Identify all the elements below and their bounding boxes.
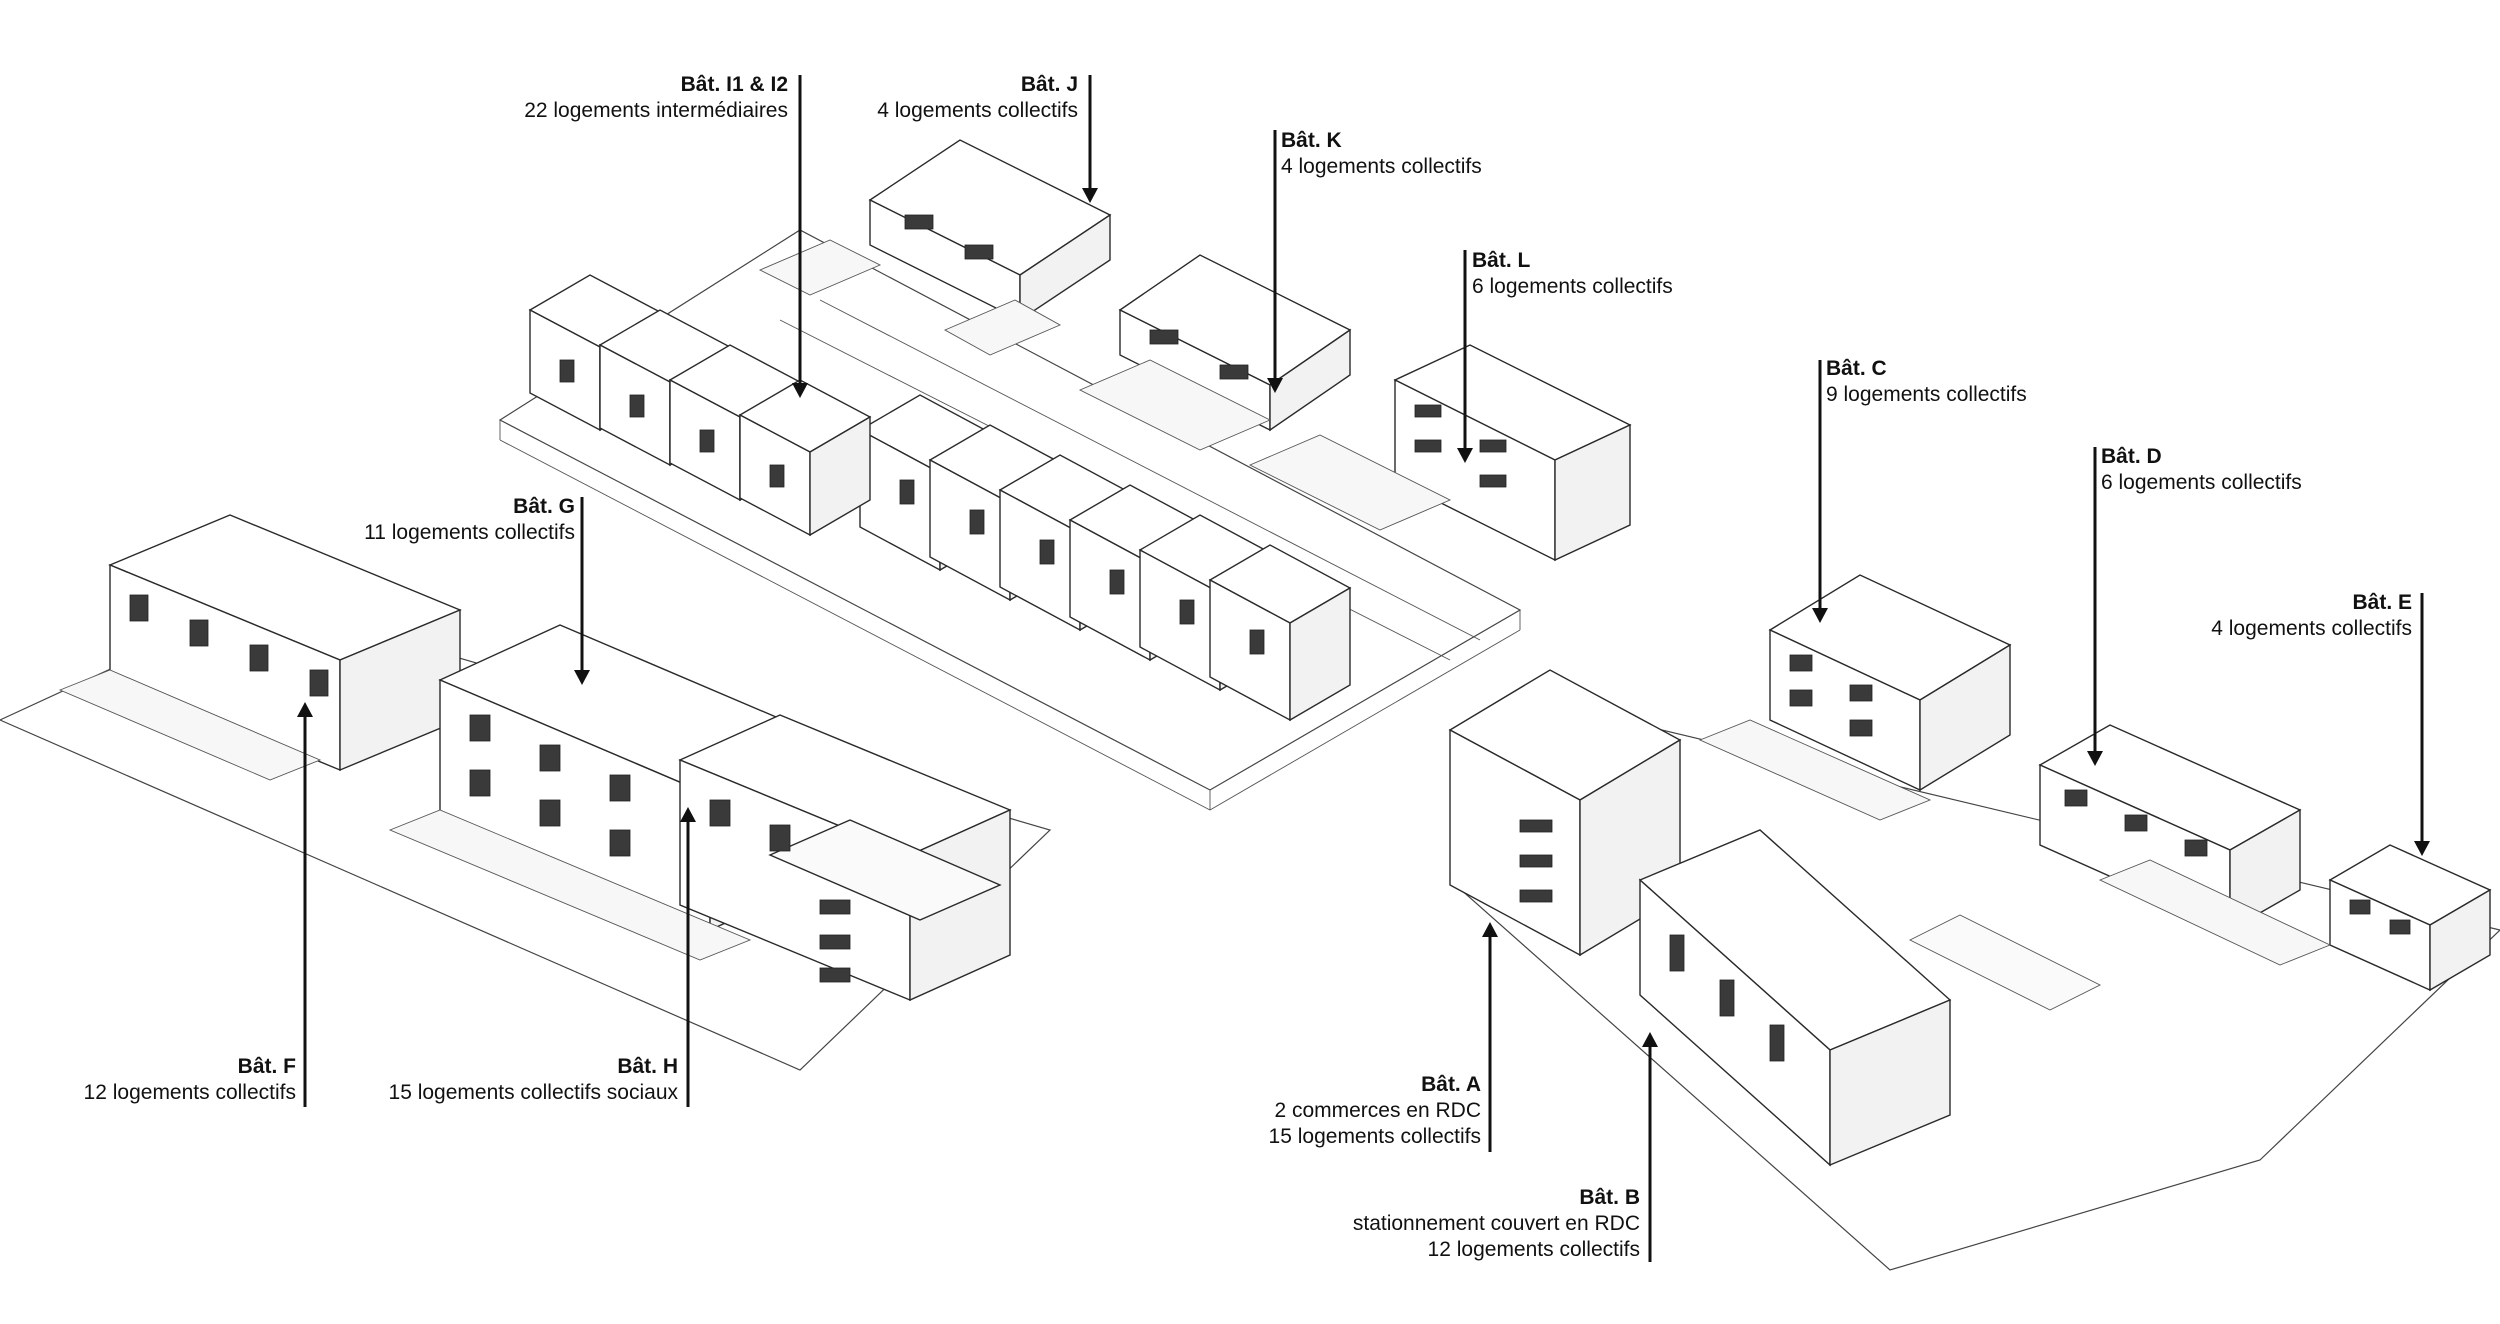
arrow-h [680, 807, 696, 1107]
label-building-k: Bât. K 4 logements collectifs [1281, 128, 1482, 180]
arrow-f [297, 702, 313, 1107]
label-title: Bât. I1 & I2 [680, 73, 788, 96]
arrow-g [574, 497, 590, 685]
arrow-a [1482, 922, 1498, 1152]
label-line: 4 logements collectifs [877, 99, 1078, 122]
label-title: Bât. H [617, 1055, 678, 1078]
north-cluster [498, 139, 1632, 811]
building-e [2098, 844, 2492, 992]
building-f [58, 514, 462, 781]
arrow-d [2087, 447, 2103, 766]
label-building-l: Bât. L 6 logements collectifs [1472, 248, 1673, 300]
label-line: 15 logements collectifs [1268, 1125, 1481, 1148]
label-title: Bât. A [1421, 1073, 1481, 1096]
arrow-k [1267, 130, 1283, 393]
label-building-j: Bât. J 4 logements collectifs [877, 72, 1078, 124]
label-building-d: Bât. D 6 logements collectifs [2101, 444, 2302, 496]
label-building-h: Bât. H 15 logements collectifs sociaux [389, 1054, 678, 1106]
arrow-c [1812, 360, 1828, 623]
building-i1-i2-row-back [528, 274, 872, 537]
east-cluster [1448, 574, 2500, 1271]
arrow-l [1457, 250, 1473, 463]
building-l [1393, 344, 1632, 562]
label-line: 12 logements collectifs [1427, 1238, 1640, 1261]
building-j [868, 139, 1112, 322]
building-b [1638, 829, 2102, 1167]
label-title: Bât. K [1281, 129, 1342, 152]
label-line: 4 logements collectifs [1281, 155, 1482, 178]
label-title: Bât. G [513, 495, 575, 518]
label-line: 11 logements collectifs [364, 521, 575, 544]
label-building-a: Bât. A 2 commerces en RDC 15 logements c… [1269, 1072, 1481, 1150]
label-line: 6 logements collectifs [1472, 275, 1673, 298]
arrow-b [1642, 1032, 1658, 1262]
building-i1-i2-row-front [858, 394, 1352, 722]
label-building-i1-i2: Bât. I1 & I2 22 logements intermédiaires [524, 72, 788, 124]
label-building-b: Bât. B stationnement couvert en RDC 12 l… [1353, 1185, 1640, 1263]
building-h [388, 714, 1012, 1002]
label-title: Bât. L [1472, 249, 1531, 272]
label-title: Bât. C [1826, 357, 1887, 380]
label-title: Bât. B [1579, 1186, 1640, 1209]
label-building-g: Bât. G 11 logements collectifs [364, 494, 575, 546]
label-line: 2 commerces en RDC [1274, 1099, 1481, 1122]
callout-arrows [297, 75, 2430, 1262]
label-line: 4 logements collectifs [2211, 617, 2412, 640]
arrow-j [1082, 75, 1098, 203]
building-c [1698, 574, 2012, 821]
label-line: stationnement couvert en RDC [1352, 1212, 1640, 1235]
north-pergolas [758, 239, 1452, 531]
label-line: 9 logements collectifs [1826, 383, 2027, 406]
label-line: 6 logements collectifs [2101, 471, 2302, 494]
label-title: Bât. F [237, 1055, 296, 1078]
arrow-i1-i2 [792, 75, 808, 398]
label-line: 22 logements intermédiaires [524, 99, 788, 122]
label-title: Bât. E [2352, 591, 2412, 614]
label-title: Bât. J [1020, 73, 1078, 96]
label-building-c: Bât. C 9 logements collectifs [1826, 356, 2027, 408]
label-building-e: Bât. E 4 logements collectifs [2211, 590, 2412, 642]
west-cluster [0, 514, 1052, 1071]
label-title: Bât. D [2101, 445, 2162, 468]
building-k [1118, 254, 1352, 432]
arrow-e [2414, 593, 2430, 856]
label-building-f: Bât. F 12 logements collectifs [84, 1054, 296, 1106]
label-line: 15 logements collectifs sociaux [388, 1081, 678, 1104]
label-line: 12 logements collectifs [83, 1081, 296, 1104]
